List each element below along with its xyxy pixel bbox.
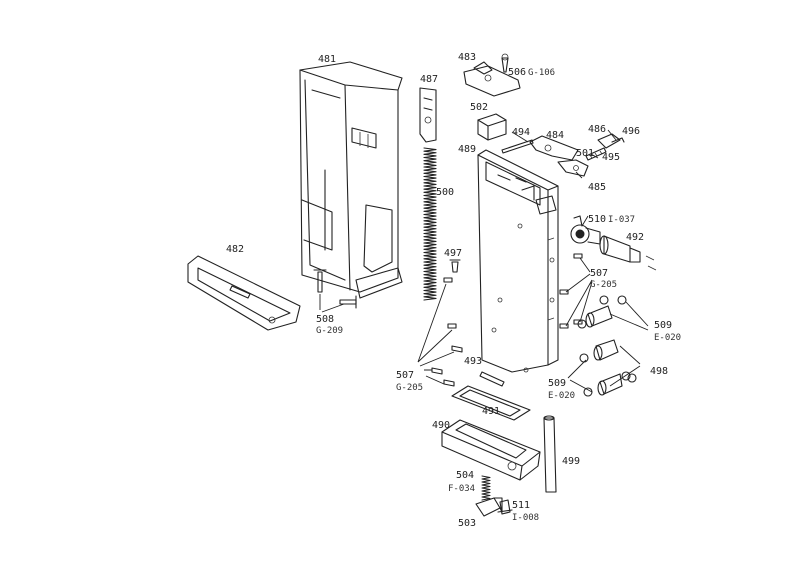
label-493: 493 [464,356,482,367]
label-511: 511 [512,500,530,511]
label-492: 492 [626,232,644,243]
label-509-left: 509 [548,378,566,389]
block-502 [477,113,507,141]
label-499: 499 [562,456,580,467]
screws-508 [313,269,357,313]
label-507-left: 507 [396,370,414,381]
label-508: 508 [316,314,334,325]
code-g106: G-106 [528,68,555,78]
code-f034: F-034 [448,484,475,494]
label-491: 491 [482,406,500,417]
label-489: 489 [458,144,476,155]
nozzle-492 [599,235,657,271]
label-485: 485 [588,182,606,193]
spring-500 [423,147,437,301]
inner-body-489 [477,149,559,373]
bracket-483 [463,53,521,97]
label-504: 504 [456,470,474,481]
label-503: 503 [458,518,476,529]
rod-499 [543,415,557,493]
label-483: 483 [458,52,476,63]
base-490 [441,419,541,481]
screws-507-right [559,253,593,329]
label-497: 497 [444,248,462,259]
code-i008: I-008 [512,513,539,523]
valve-510 [570,215,601,245]
label-501: 501 [576,148,594,159]
label-481: 481 [318,54,336,65]
label-509-right: 509 [654,320,672,331]
label-498: 498 [650,366,668,377]
code-i037: I-037 [608,215,635,225]
label-496: 496 [622,126,640,137]
floor-plate-482 [187,255,301,331]
code-g205-right: G-205 [590,280,617,290]
pin-493 [479,371,505,387]
code-e020-right: E-020 [654,333,681,343]
code-e020-left: E-020 [548,391,575,401]
screws-507-left [417,277,463,387]
spring-504 [481,475,491,501]
label-495: 495 [602,152,620,163]
label-486: 486 [588,124,606,135]
label-487: 487 [420,74,438,85]
lever-485 [557,159,589,177]
magazine-shell-481 [299,61,403,299]
label-506: 506 [508,67,526,78]
cylinders-498 [567,295,649,397]
small-parts-486-496 [585,133,625,161]
nipple-511 [497,499,513,515]
label-490: 490 [432,420,450,431]
label-500: 500 [436,187,454,198]
screw-497 [449,259,461,273]
pin-494 [501,139,534,154]
label-484: 484 [546,130,564,141]
code-g205-left: G-205 [396,383,423,393]
knob-503 [475,497,503,517]
label-494: 494 [512,127,530,138]
label-502: 502 [470,102,488,113]
code-g209: G-209 [316,326,343,336]
follower-487 [419,87,437,143]
label-482: 482 [226,244,244,255]
label-507-right: 507 [590,268,608,279]
label-510: 510 [588,214,606,225]
gasket-491 [451,385,531,421]
